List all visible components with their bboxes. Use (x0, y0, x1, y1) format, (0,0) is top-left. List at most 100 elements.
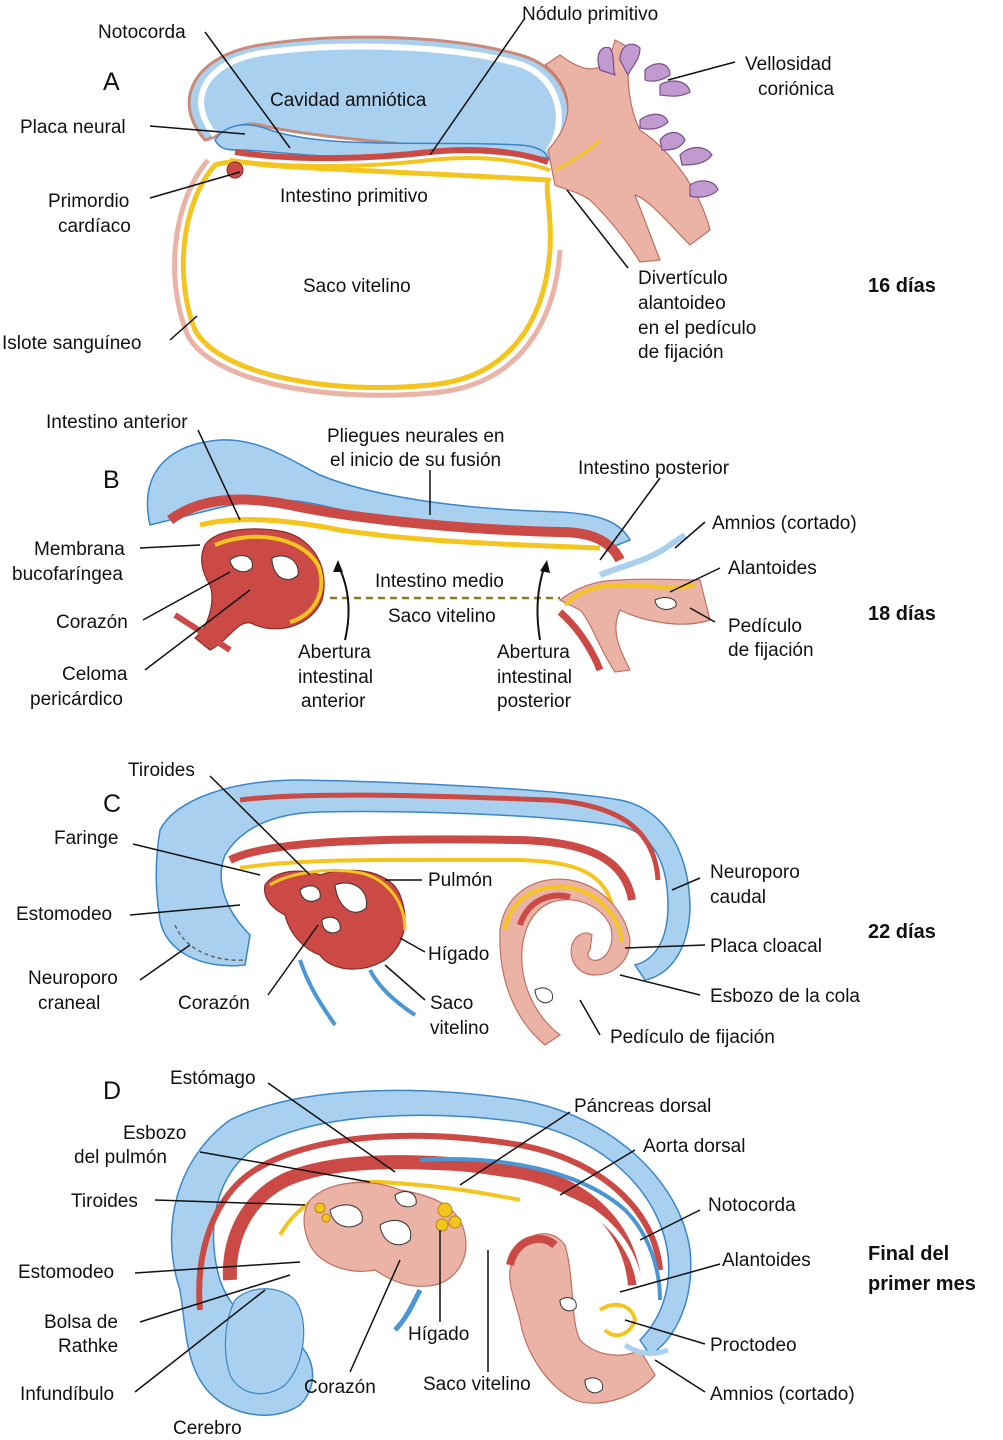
heart-b-lumen-2 (271, 555, 299, 580)
label-lung-c: Pulmón (428, 870, 492, 891)
label-brain: Cerebro (173, 1418, 242, 1439)
dorsal-aorta-d (399, 1170, 643, 1291)
panel-d-age-1: Final del (868, 1243, 949, 1265)
label-primitive-node: Nódulo primitivo (522, 4, 658, 25)
caudal-c-endo (503, 884, 624, 943)
label-primitive-gut: Intestino primitivo (280, 186, 428, 207)
liver-d-buds (314, 1202, 462, 1232)
label-neural-folds-1: Pliegues neurales en (327, 426, 504, 447)
label-oropharyngeal-2: bucofaríngea (12, 564, 123, 585)
label-allantois-b: Alantoides (728, 558, 817, 579)
label-yolk-sac-d: Saco vitelino (423, 1374, 531, 1395)
heart-b-lumen-1 (229, 555, 253, 573)
hindgut-b-endo (563, 582, 696, 607)
label-neural-folds-2: el inicio de su fusión (330, 450, 501, 471)
label-rathke-2: Rathke (58, 1336, 118, 1357)
label-liver-d: Hígado (408, 1324, 469, 1345)
caudal-d-meso (506, 1234, 558, 1267)
label-oropharyngeal-1: Membrana (34, 539, 125, 560)
endoderm-a (229, 156, 551, 172)
label-amnion-cut-b: Amnios (cortado) (712, 513, 857, 534)
heart-c-lumen-1 (299, 885, 321, 902)
endoderm-c (239, 857, 617, 921)
label-allantoic-3: en el pedículo (638, 318, 756, 339)
panel-a-letter: A (103, 68, 120, 96)
panel-a: A Notocorda Nódulo primitivo Cavidad amn… (2, 4, 936, 398)
label-stomodeum-c: Estomodeo (16, 904, 112, 925)
panel-d-letter: D (103, 1077, 121, 1105)
label-infundibulum: Infundíbulo (20, 1384, 114, 1405)
hindgut-b-meso (557, 609, 604, 672)
label-caudal-neuropore-2: caudal (710, 887, 766, 908)
label-anterior-portal-3: anterior (301, 691, 366, 712)
amnion-sac (187, 35, 571, 162)
allantois-b-lumen (654, 597, 677, 610)
caudal-d (509, 1233, 656, 1404)
label-yolk-sac-a: Saco vitelino (303, 276, 411, 297)
panel-b-age: 18 días (868, 603, 936, 625)
label-heart-d: Corazón (304, 1377, 376, 1398)
label-stomodeum-d: Estomodeo (18, 1262, 114, 1283)
label-blood-island: Islote sanguíneo (2, 333, 141, 354)
label-amniotic-cavity: Cavidad amniótica (270, 90, 427, 111)
brain-ventricle (224, 1288, 305, 1395)
label-thyroid-c: Tiroides (128, 760, 195, 781)
neuroporo-craneal-dashed (174, 924, 246, 961)
label-cloacal-plate: Placa cloacal (710, 936, 822, 957)
label-caudal-neuropore-1: Neuroporo (710, 862, 800, 883)
mesoderm-a (234, 147, 550, 165)
label-posterior-portal-1: Abertura (497, 642, 570, 663)
label-midgut: Intestino medio (375, 571, 504, 592)
amnion-b (598, 532, 687, 578)
label-pericardial-2: pericárdico (30, 689, 123, 710)
label-proctodeum: Proctodeo (710, 1335, 797, 1356)
mesoderm-c (239, 792, 661, 881)
mesoderm-b (167, 494, 625, 563)
panel-c-age: 22 días (868, 921, 936, 943)
label-allantois-d: Alantoides (722, 1250, 811, 1271)
label-chorionic-villus-1: Vellosidad (745, 54, 832, 75)
anterior-portal-arrow (337, 564, 350, 641)
panel-d: D Estómago Páncreas dorsal Esbozo del pu… (18, 1068, 976, 1439)
label-allantoic-2: alantoideo (638, 293, 726, 314)
label-yolk-sac-c-1: Saco (430, 993, 473, 1014)
label-posterior-portal-3: posterior (497, 691, 572, 712)
label-posterior-portal-2: intestinal (497, 667, 572, 688)
panel-a-age: 16 días (868, 275, 936, 297)
label-rathke-1: Bolsa de (44, 1312, 118, 1333)
label-cardiac-primordium-2: cardíaco (58, 216, 131, 237)
endoderm-d (278, 1179, 521, 1236)
caudal-c-meso (517, 892, 571, 927)
label-chorionic-villus-2: coriónica (758, 79, 834, 100)
mesoderm-c-inner (228, 835, 636, 901)
label-tail-bud: Esbozo de la cola (710, 986, 860, 1007)
panel-c-letter: C (103, 790, 121, 818)
mesoderm-d-2 (222, 1155, 642, 1286)
heart-d-lumen-3 (394, 1191, 417, 1208)
caudal-c-lumen (534, 987, 554, 1004)
label-heart-b: Corazón (56, 612, 128, 633)
label-hindgut: Intestino posterior (578, 458, 730, 479)
label-anterior-portal-2: intestinal (298, 667, 373, 688)
panel-b: B Intestino anterior Pliegues neurales e… (12, 412, 936, 712)
yolk-stalk-d (393, 1288, 423, 1332)
label-neural-plate: Placa neural (20, 117, 126, 138)
chorionic-villi (597, 43, 719, 198)
panel-d-age-2: primer mes (868, 1273, 976, 1295)
yolk-stalk-c (298, 959, 417, 1027)
heart-c-endo (269, 869, 407, 931)
label-heart-c: Corazón (178, 993, 250, 1014)
label-stomach: Estómago (170, 1068, 256, 1089)
label-connecting-stalk-c: Pedículo de fijación (610, 1027, 775, 1048)
heart-d-lumen-2 (379, 1220, 412, 1246)
heart-c-lumen-3 (321, 916, 341, 934)
amnion-d (623, 1342, 669, 1356)
label-pharynx: Faringe (54, 828, 118, 849)
heart-d-lumen-1 (329, 1204, 363, 1228)
label-notochord-a: Notocorda (98, 22, 186, 43)
label-allantoic-4: de fijación (638, 342, 724, 363)
label-yolk-sac-b: Saco vitelino (388, 606, 496, 627)
label-cranial-neuropore-2: craneal (38, 993, 100, 1014)
panel-b-letter: B (103, 466, 120, 494)
